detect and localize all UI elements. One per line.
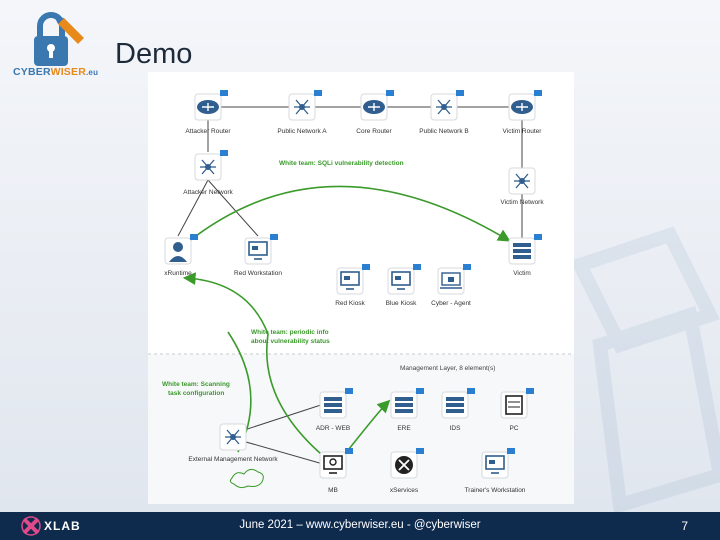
svg-text:Red Workstation: Red Workstation <box>234 270 282 277</box>
annotation-scanning-line1: White team: Scanning <box>162 381 230 388</box>
management-layer-band <box>148 354 574 504</box>
node-public-network-a[interactable]: Public Network A <box>277 90 327 135</box>
node-pc[interactable]: PC <box>500 388 534 432</box>
management-layer-label: Management Layer, 8 element(s) <box>400 365 495 372</box>
svg-text:Public Network B: Public Network B <box>419 128 469 135</box>
computer-icon <box>505 395 523 415</box>
svg-text:Victim: Victim <box>513 270 531 277</box>
node-cyber-agent[interactable]: Cyber - Agent <box>431 264 471 307</box>
annotation-periodic-line1: White team: periodic info <box>251 329 329 336</box>
svg-text:Victim Network: Victim Network <box>500 199 544 206</box>
agent-person-icon <box>173 242 183 252</box>
monitor-icon <box>248 241 268 256</box>
node-victim-network[interactable]: Victim Network <box>500 167 544 206</box>
annotation-periodic-line2: about vulnerability status <box>251 338 330 345</box>
gear-monitor-icon <box>323 455 343 470</box>
svg-text:xServices: xServices <box>390 487 419 494</box>
node-attacker-router[interactable]: Attacker Router <box>185 90 231 135</box>
svg-text:Red Kiosk: Red Kiosk <box>335 300 365 307</box>
monitor-icon <box>340 271 360 286</box>
monitor-icon <box>391 271 411 286</box>
svg-text:IDS: IDS <box>450 425 462 432</box>
background-pencil-decoration <box>570 226 720 515</box>
node-ids[interactable]: IDS <box>441 388 475 432</box>
svg-text:External Management Network: External Management Network <box>188 456 278 463</box>
svg-text:MB: MB <box>328 487 338 494</box>
cyberwiser-lock-logo-icon <box>34 12 84 66</box>
svg-text:Core Router: Core Router <box>356 128 392 135</box>
svg-text:Trainer's Workstation: Trainer's Workstation <box>465 487 526 494</box>
svg-text:ADR - WEB: ADR - WEB <box>316 425 350 432</box>
connection-lines <box>177 106 523 467</box>
node-victim[interactable]: Victim <box>508 234 542 277</box>
server-icon <box>324 397 342 413</box>
server-icon <box>446 397 464 413</box>
cyberwiser-wordmark: CYBERWISER.eu <box>13 66 99 78</box>
annotation-scanning-line2: task configuration <box>168 390 224 397</box>
node-red-workstation[interactable]: Red Workstation <box>234 234 282 277</box>
node-red-kiosk[interactable]: Red Kiosk <box>335 264 370 307</box>
svg-text:Victim Router: Victim Router <box>503 128 543 135</box>
slide-title: Demo <box>115 38 193 70</box>
annotation-sqli: White team: SQLi vulnerability detection <box>279 160 404 167</box>
svg-text:Public Network A: Public Network A <box>277 128 327 135</box>
node-trainers-workstation[interactable]: Trainer's Workstation <box>465 448 526 494</box>
page-number: 7 <box>681 519 688 533</box>
node-external-management-network[interactable]: External Management Network <box>188 423 278 463</box>
svg-text:PC: PC <box>509 425 518 432</box>
node-adr-web[interactable]: ADR - WEB <box>316 388 353 432</box>
node-blue-kiosk[interactable]: Blue Kiosk <box>386 264 421 307</box>
monitor-icon <box>485 455 505 470</box>
node-xservices[interactable]: xServices <box>390 448 424 494</box>
network-topology-diagram: Management Layer, 8 element(s) White tea… <box>148 72 574 504</box>
xlab-logo-icon <box>21 516 41 536</box>
footer-bar <box>0 512 720 540</box>
node-ere[interactable]: ERE <box>390 388 424 432</box>
svg-text:xRuntime: xRuntime <box>164 270 192 277</box>
node-mb[interactable]: MB <box>319 448 353 494</box>
laptop-lock-icon <box>441 272 461 286</box>
node-attacker-network[interactable]: Attacker Network <box>183 150 233 196</box>
footer-text: June 2021 – www.cyberwiser.eu - @cyberwi… <box>239 519 481 531</box>
svg-text:Attacker Router: Attacker Router <box>185 128 231 135</box>
svg-text:ERE: ERE <box>397 425 411 432</box>
node-public-network-b[interactable]: Public Network B <box>419 90 469 135</box>
svg-text:Blue Kiosk: Blue Kiosk <box>386 300 417 307</box>
xlab-wordmark: XLAB <box>44 519 81 533</box>
node-victim-router[interactable]: Victim Router <box>503 90 543 135</box>
server-icon <box>513 243 531 259</box>
cloud-icon <box>229 468 264 489</box>
node-xruntime[interactable]: xRuntime <box>164 234 198 277</box>
svg-text:Cyber - Agent: Cyber - Agent <box>431 300 471 307</box>
server-icon <box>395 397 413 413</box>
node-core-router[interactable]: Core Router <box>356 90 394 135</box>
svg-text:Attacker Network: Attacker Network <box>183 189 233 196</box>
